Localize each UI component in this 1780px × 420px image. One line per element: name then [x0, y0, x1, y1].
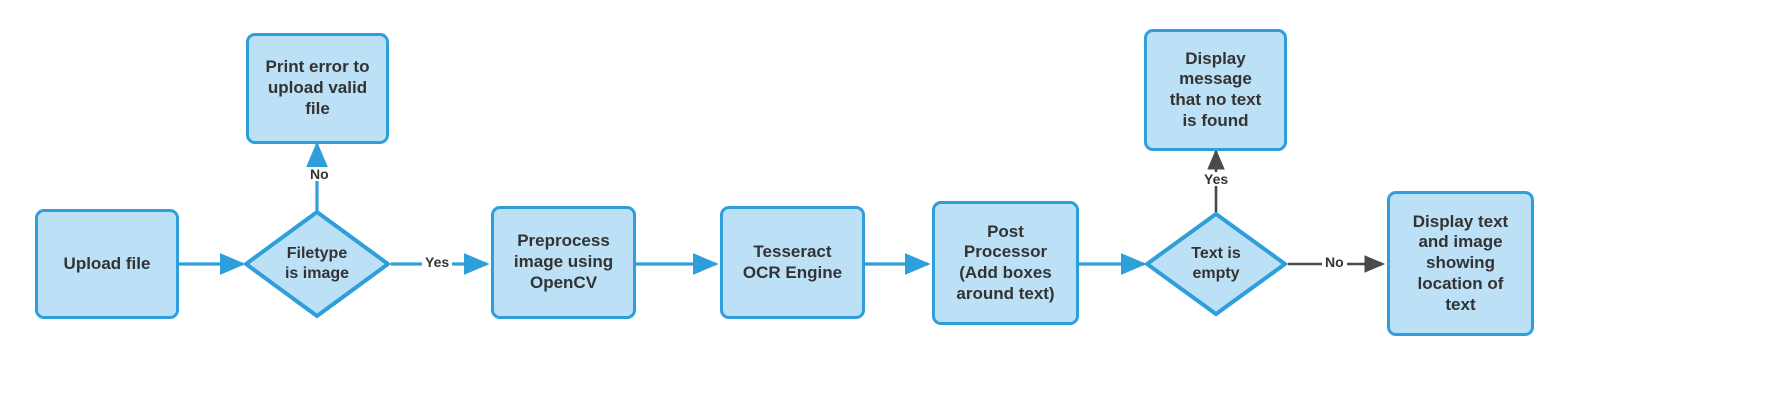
node-label-line: image using	[513, 252, 614, 272]
node-label-group: Print error to upload valid file	[266, 57, 370, 119]
node-label-line: and image	[1418, 232, 1503, 252]
node-upload-file[interactable]: Upload file	[35, 209, 179, 319]
node-label-line: Display text	[1412, 211, 1509, 231]
node-label-line: OpenCV	[529, 272, 598, 292]
node-label-group: Post Processor (Add boxes around text)	[956, 222, 1054, 305]
node-print-error[interactable]: Print error to upload valid file	[246, 33, 389, 144]
diamond-shape	[1144, 211, 1288, 317]
node-label-group: Tesseract OCR Engine	[743, 242, 842, 283]
node-label-line: location of	[1417, 273, 1504, 293]
node-filetype-is-image[interactable]: Filetype is image	[243, 209, 391, 319]
edge-label-yes-textempty: Yes	[1201, 172, 1232, 186]
node-post-processor[interactable]: Post Processor (Add boxes around text)	[932, 201, 1079, 325]
diamond-shape	[243, 209, 391, 319]
node-label-line: file	[305, 98, 330, 118]
node-preprocess-image[interactable]: Preprocess image using OpenCV	[491, 206, 636, 319]
edge-label-yes-filetype: Yes	[422, 255, 453, 269]
edge-label-no-filetype: No	[307, 167, 332, 181]
node-label-line: Post	[987, 221, 1024, 241]
node-label-line: text	[1445, 294, 1476, 314]
node-label-line: Processor	[963, 242, 1048, 262]
node-label-line: Tesseract	[753, 241, 832, 261]
node-label-line: Display	[1185, 48, 1246, 68]
node-display-text-and-image[interactable]: Display text and image showing location …	[1387, 191, 1534, 336]
node-label-line: upload valid	[267, 78, 368, 98]
node-tesseract-ocr-engine[interactable]: Tesseract OCR Engine	[720, 206, 865, 319]
node-label: Upload file	[63, 253, 151, 273]
node-label-group: Display message that no text is found	[1170, 49, 1262, 132]
node-label-line: around text)	[956, 283, 1055, 303]
node-label-line: showing	[1426, 253, 1495, 273]
node-label-line: is found	[1182, 110, 1249, 130]
node-label-line: OCR Engine	[742, 262, 843, 282]
node-label-group: Preprocess image using OpenCV	[514, 231, 613, 293]
node-label-line: (Add boxes	[959, 263, 1052, 282]
node-label-line: that no text	[1169, 90, 1262, 109]
node-display-no-text-message[interactable]: Display message that no text is found	[1144, 29, 1287, 151]
node-label-line: Print error to	[265, 57, 370, 77]
node-label-line: Preprocess	[517, 231, 610, 251]
node-label-group: Display text and image showing location …	[1413, 212, 1508, 316]
node-text-is-empty[interactable]: Text is empty	[1144, 211, 1288, 317]
edge-label-no-textempty: No	[1322, 255, 1347, 269]
node-label-line: message	[1179, 69, 1252, 89]
